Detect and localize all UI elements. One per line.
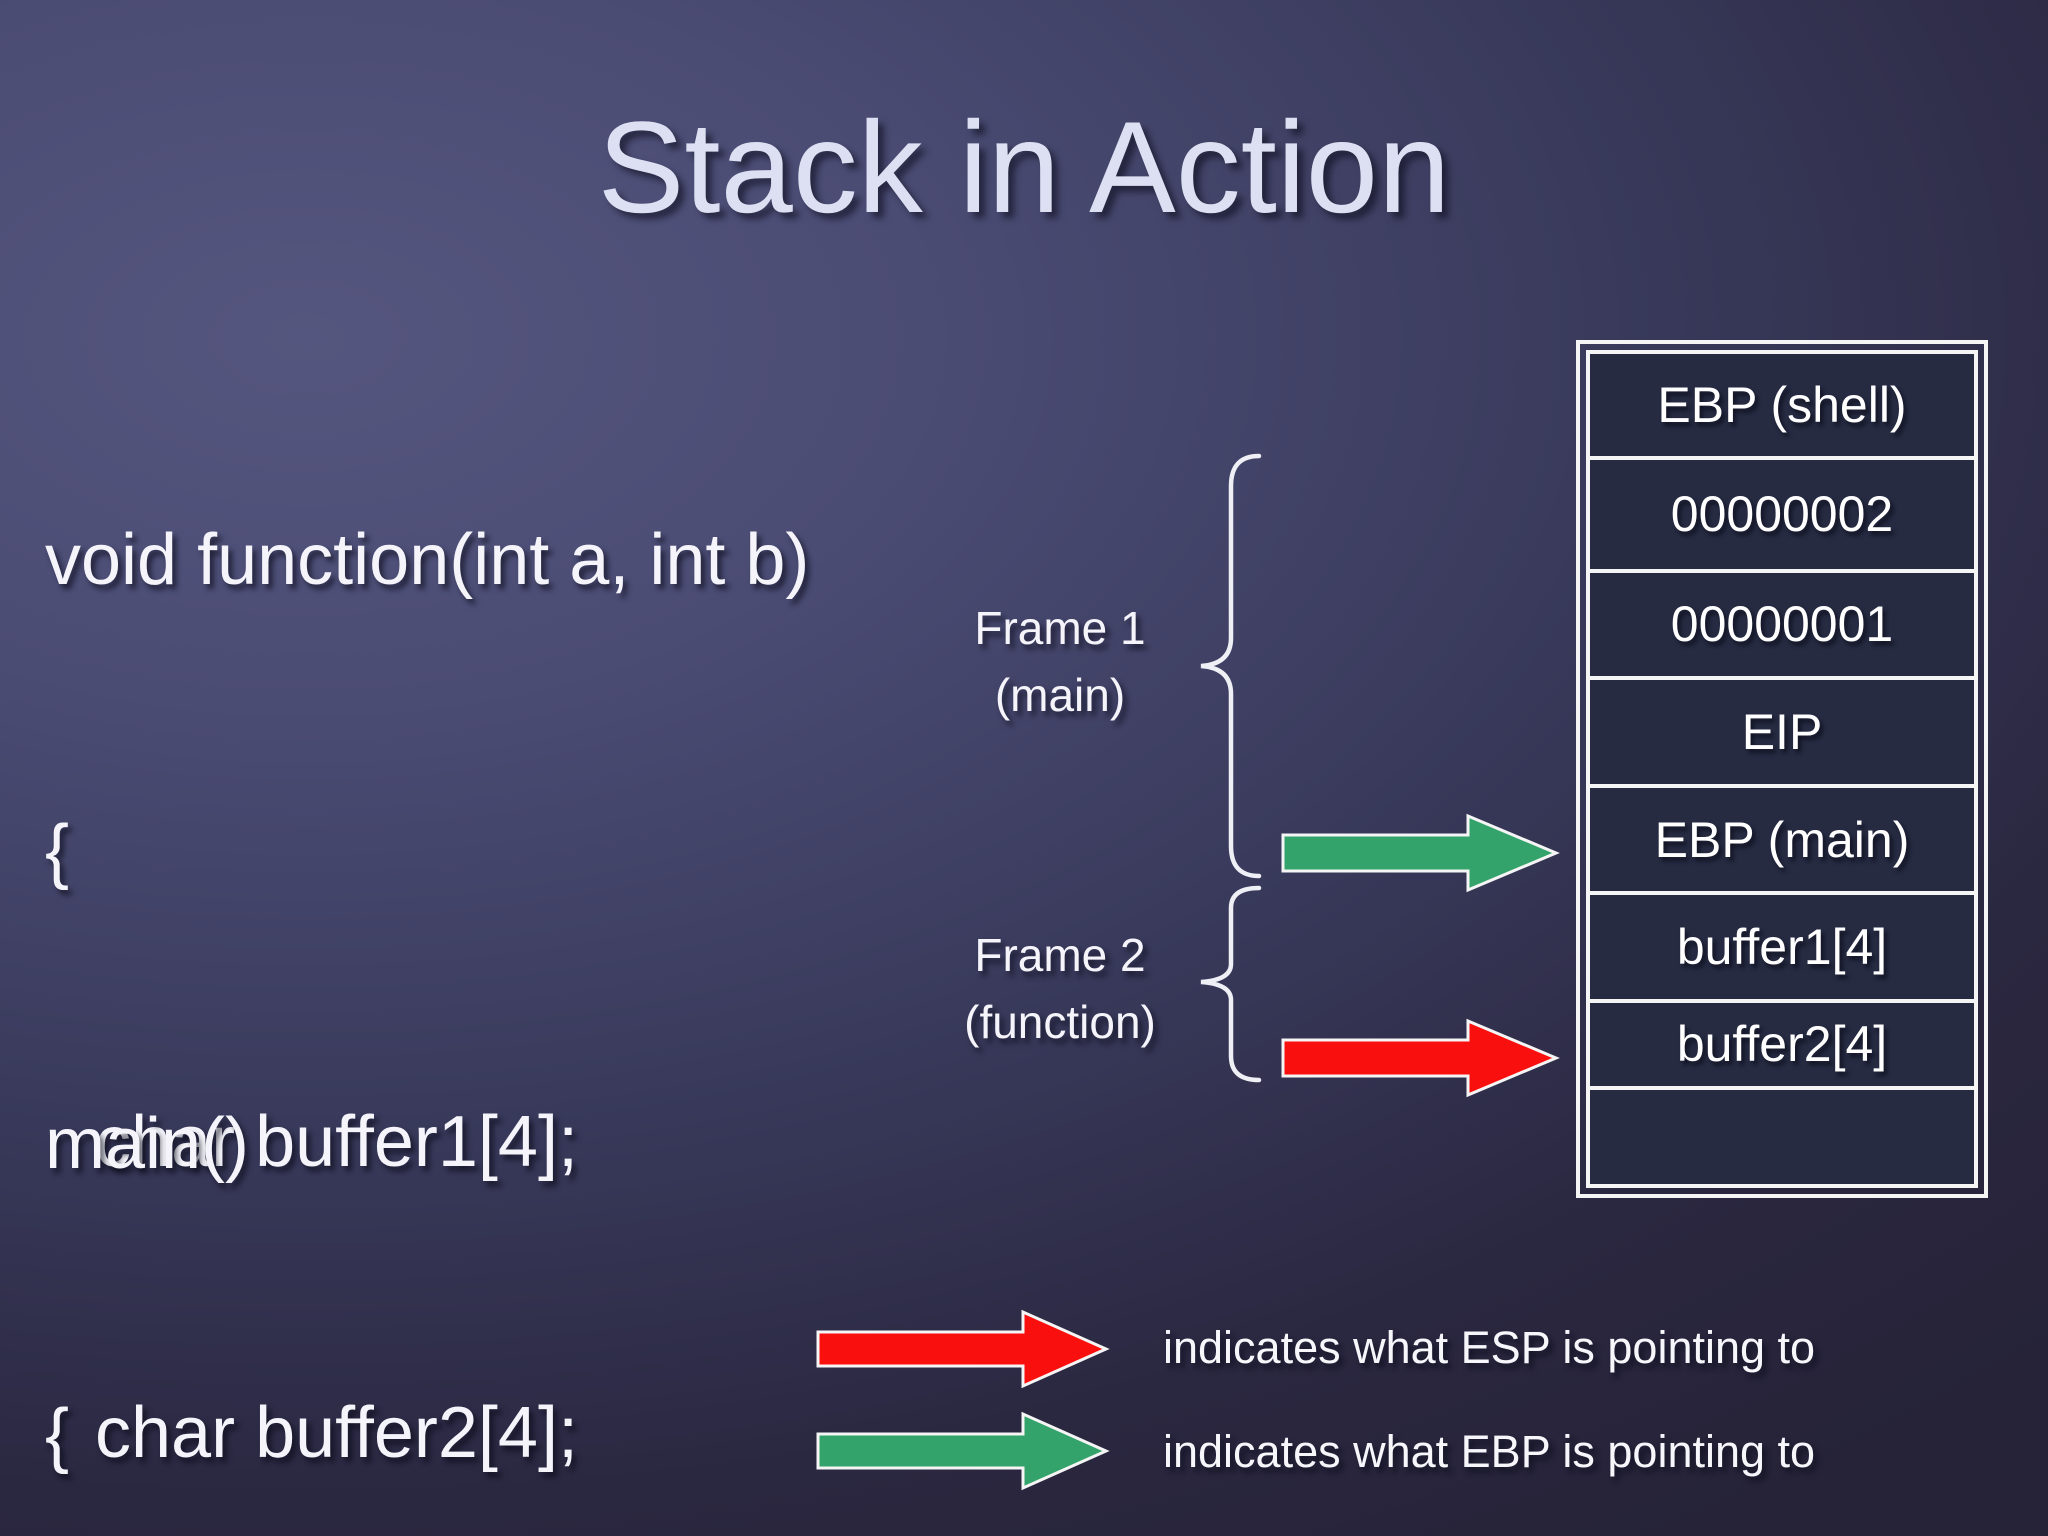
code-line: void function(int a, int b) [45, 520, 810, 600]
frame1-subtitle: (main) [994, 669, 1126, 721]
code-block-main: main() { function(1,2); } [45, 902, 515, 1536]
code-block-function: void function(int a, int b) { char buffe… [45, 318, 809, 1536]
code-line: main() [45, 1104, 250, 1184]
legend-ebp-text: indicates what EBP is pointing to [1163, 1426, 1816, 1477]
stack-row-buffer2: buffer2[4] [1590, 1003, 1974, 1090]
stack-row-arg-a: 00000001 [1590, 573, 1974, 680]
stack-row-ebp-main: EBP (main) [1590, 788, 1974, 896]
ebp-pointer-arrow-icon [1281, 813, 1560, 893]
frame1-label: Frame 1 (main) [905, 595, 1215, 729]
code-line: { [45, 1395, 70, 1475]
stack-row-ebp-shell: EBP (shell) [1590, 354, 1974, 461]
page-title: Stack in Action [597, 94, 1451, 240]
legend-esp-arrow-icon [816, 1309, 1110, 1389]
legend-ebp-arrow-icon [816, 1411, 1110, 1491]
stack-grid: EBP (shell) 00000002 00000001 EIP EBP (m… [1586, 350, 1978, 1188]
frame2-brace-icon [1200, 885, 1262, 1083]
code-line: char buffer1[4]; [95, 1102, 578, 1182]
frame2-label: Frame 2 (function) [905, 922, 1215, 1056]
stack-row-buffer1: buffer1[4] [1590, 895, 1974, 1003]
frame1-brace-icon [1200, 453, 1262, 879]
stack-row-arg-b: 00000002 [1590, 460, 1974, 573]
frame2-title: Frame 2 [974, 929, 1146, 981]
frame2-subtitle: (function) [964, 996, 1156, 1048]
legend-esp-text: indicates what ESP is pointing to [1163, 1322, 1816, 1373]
frame1-title: Frame 1 [974, 602, 1146, 654]
stack-row-eip: EIP [1590, 680, 1974, 789]
stack-table: EBP (shell) 00000002 00000001 EIP EBP (m… [1576, 340, 1988, 1198]
esp-pointer-arrow-icon [1281, 1018, 1560, 1098]
stack-row-empty [1590, 1090, 1974, 1184]
code-line: char buffer2[4]; [95, 1393, 578, 1473]
code-line: { [45, 811, 70, 891]
